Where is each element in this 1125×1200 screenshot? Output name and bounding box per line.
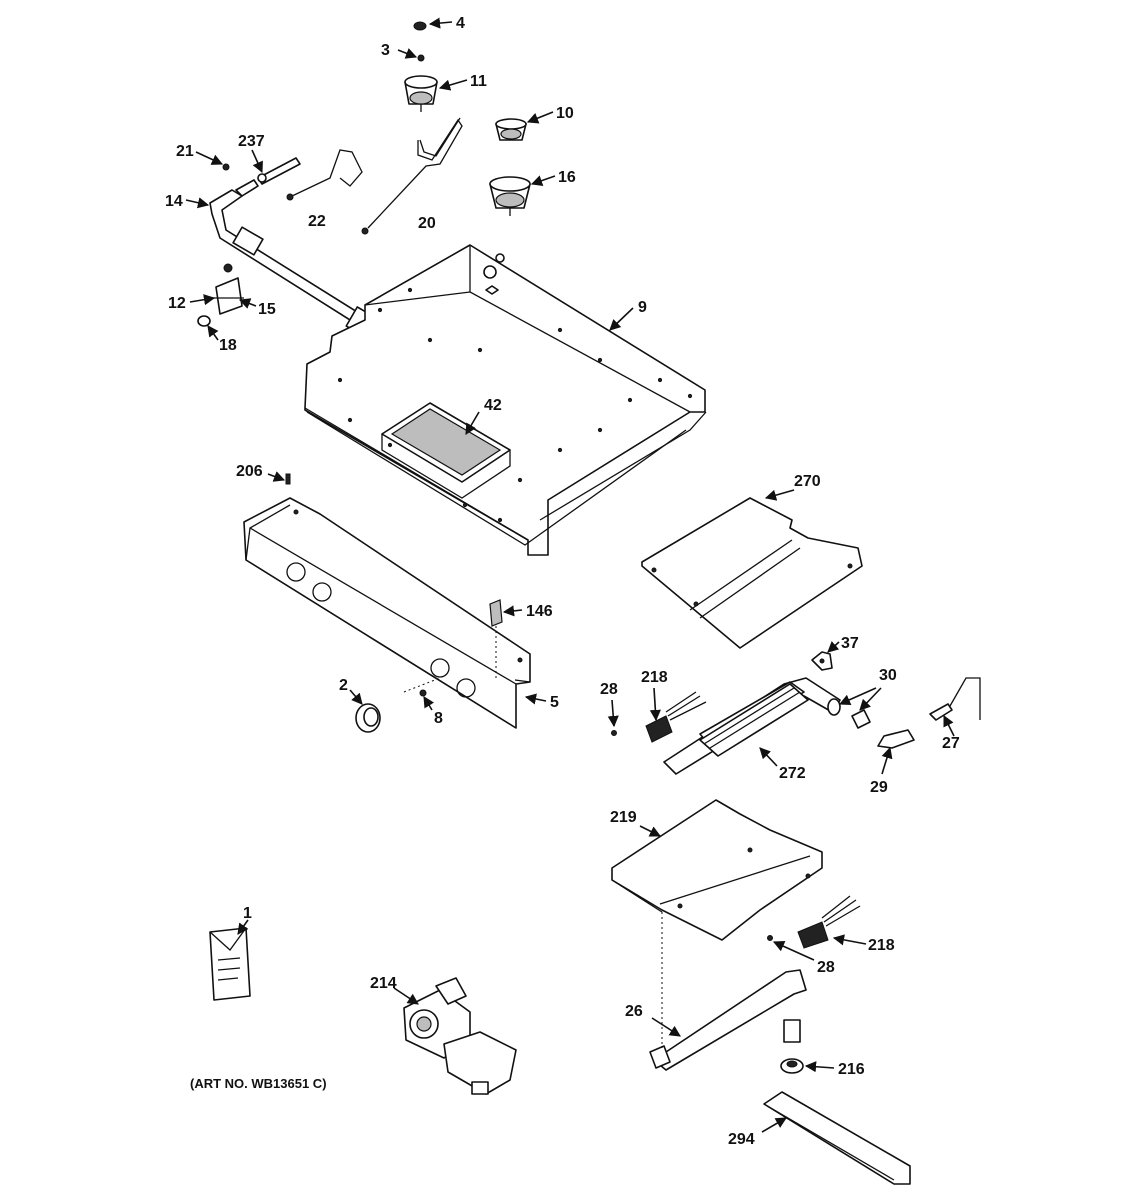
- leader-lines: [185, 17, 955, 1133]
- callout-270: 270: [794, 473, 821, 490]
- clip-146: [489, 599, 503, 680]
- burner-head-10: [495, 118, 527, 141]
- screw-28b: [767, 935, 773, 941]
- broil-burner-272: [699, 683, 809, 757]
- screw-8: [403, 677, 441, 697]
- igniter-218b: [797, 895, 861, 949]
- callout-11: 11: [470, 73, 487, 90]
- callout-27: 27: [942, 735, 960, 752]
- callout-16: 16: [558, 169, 576, 186]
- callout-20: 20: [418, 215, 436, 232]
- nut-18: [197, 315, 211, 327]
- burner-tube-22: [286, 149, 363, 201]
- art-number: (ART NO. WB13651 C): [190, 1076, 327, 1091]
- valve-fitting-237: [257, 157, 301, 185]
- gas-valve-thermostat-214: [403, 977, 517, 1095]
- callout-3: 3: [381, 42, 390, 59]
- burner-head-16: [489, 176, 531, 216]
- callout-146: 146: [526, 603, 553, 620]
- callout-10: 10: [556, 105, 574, 122]
- control-manifold-panel-5: [243, 497, 531, 729]
- callout-labels: 4 3 11 10 16 21 237 14 22 20 12 15 18 9 …: [165, 15, 960, 1148]
- oven-shield-219: [611, 799, 823, 941]
- callout-219: 219: [610, 809, 637, 826]
- screw-28a: [611, 730, 617, 736]
- bracket-37: [811, 651, 833, 671]
- callout-42: 42: [484, 397, 502, 414]
- callout-30: 30: [879, 667, 897, 684]
- callout-237: 237: [238, 133, 265, 150]
- callout-294: 294: [728, 1131, 755, 1148]
- literature-envelope-1: [209, 927, 251, 1001]
- burner-shield-270: [641, 497, 863, 649]
- bracket-12-15: [212, 263, 244, 315]
- callout-2: 2: [339, 677, 348, 694]
- callout-18: 18: [219, 337, 237, 354]
- orifice-hood-216: [780, 1019, 804, 1074]
- screw-206: [285, 473, 291, 485]
- callout-21: 21: [176, 143, 194, 160]
- callout-29: 29: [870, 779, 888, 796]
- burner-cap-4: [413, 21, 427, 31]
- callout-8: 8: [434, 710, 443, 727]
- burner-head-11: [404, 75, 438, 112]
- bracket-294: [763, 1091, 911, 1185]
- bake-burner-26: [649, 912, 807, 1071]
- callout-22: 22: [308, 213, 326, 230]
- callout-26: 26: [625, 1003, 643, 1020]
- callout-272: 272: [779, 765, 806, 782]
- fitting-27: [929, 677, 981, 721]
- callout-14: 14: [165, 193, 183, 210]
- callout-216: 216: [838, 1061, 865, 1078]
- callout-218a: 218: [641, 669, 668, 686]
- vent-cover-42: [381, 402, 511, 499]
- callout-4: 4: [456, 15, 465, 32]
- callout-28a: 28: [600, 681, 618, 698]
- callout-12: 12: [168, 295, 186, 312]
- callout-206: 206: [236, 463, 263, 480]
- orifice-21: [222, 163, 230, 171]
- elbow-29: [877, 729, 915, 749]
- knob-2: [355, 703, 381, 733]
- air-shutter-30: [827, 698, 871, 729]
- burner-tube-20: [361, 117, 463, 235]
- callout-214: 214: [370, 975, 397, 992]
- callout-28b: 28: [817, 959, 835, 976]
- callout-15: 15: [258, 301, 276, 318]
- burner-screw-3: [417, 54, 425, 62]
- callout-1: 1: [243, 905, 252, 922]
- callout-5: 5: [550, 694, 559, 711]
- callout-37: 37: [841, 635, 859, 652]
- callout-218b: 218: [868, 937, 895, 954]
- callout-9: 9: [638, 299, 647, 316]
- burner-box-9: [304, 244, 707, 556]
